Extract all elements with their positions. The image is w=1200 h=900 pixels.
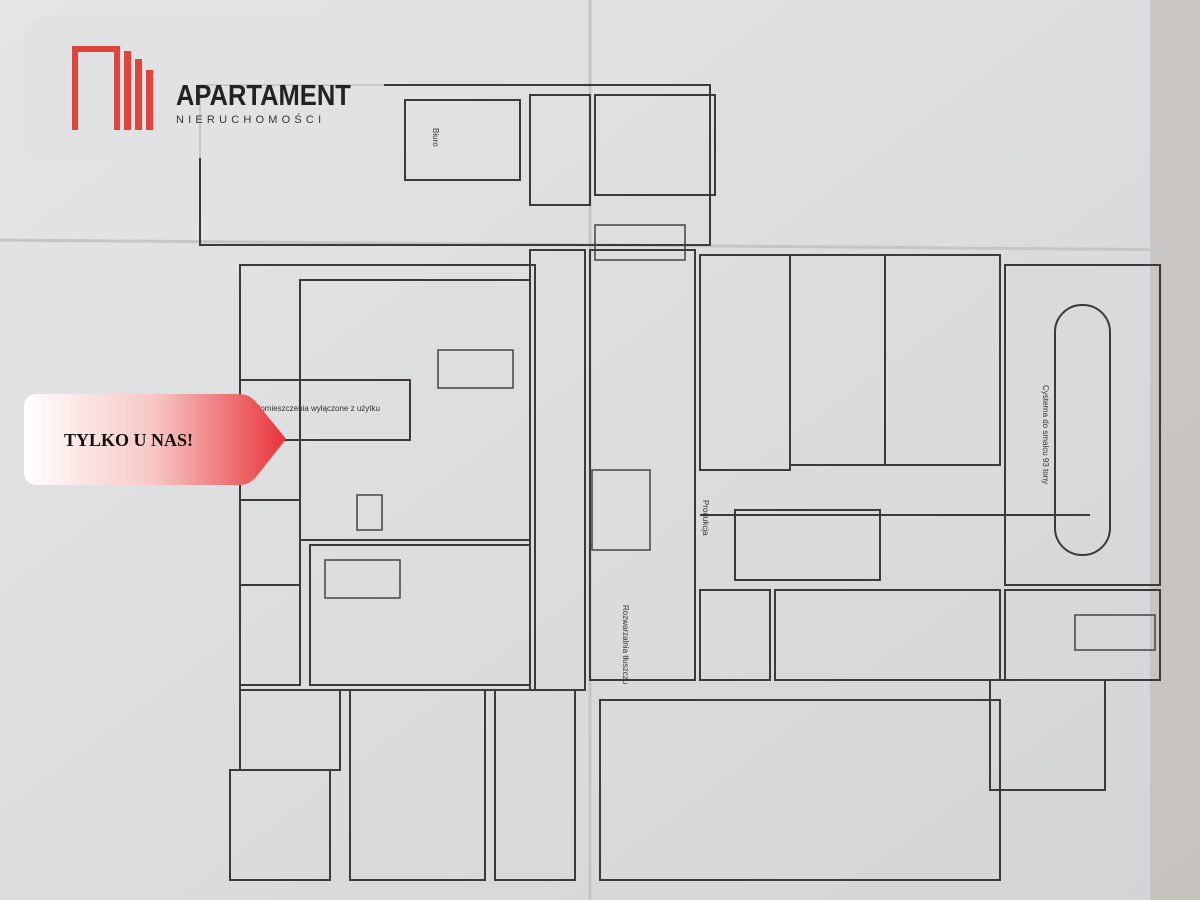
- badge-arrow-shape: [24, 394, 286, 485]
- brand-subtitle: NIERUCHOMOŚCI: [176, 114, 326, 126]
- grids: [324, 224, 1156, 651]
- room-label-office: Biuro: [431, 128, 440, 147]
- brand-name: APARTAMENT: [176, 80, 351, 112]
- room-label-fat-rendering: Rozwarzalnia tłuszczu: [621, 605, 630, 685]
- room-label-production: Produkcja: [701, 500, 710, 536]
- room-label-lard-tank: Cysterna do smalcu 93 tony: [1041, 385, 1050, 485]
- badge-label: TYLKO U NAS!: [64, 430, 194, 450]
- room-label-unused-rooms: Pomieszczenia wyłączone z użytku: [255, 404, 380, 413]
- agency-logo: APARTAMENT NIERUCHOMOŚCI: [24, 18, 384, 158]
- exclusive-badge: TYLKO U NAS!: [24, 394, 286, 485]
- logo-mark-icon: [72, 46, 153, 130]
